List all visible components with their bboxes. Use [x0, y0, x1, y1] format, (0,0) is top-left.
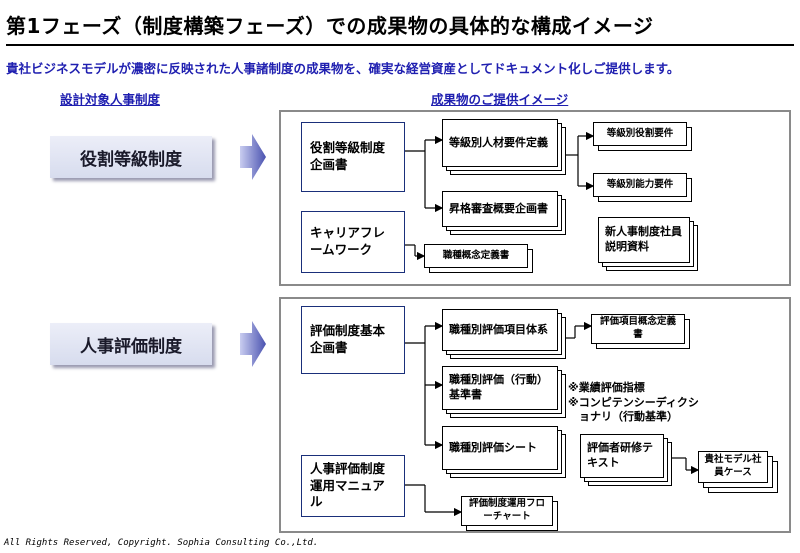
evaluation-note: ※業績評価指標 ※コンピテンシーディクシ ョナリ（行動基準）	[568, 381, 699, 425]
grade-role-requirements: 等級別役割要件	[593, 122, 687, 146]
role-grade-plan-doc: 役割等級制度企画書	[301, 122, 405, 192]
promotion-review-plan: 昇格審査概要企画書	[442, 191, 558, 227]
page-subtitle: 貴社ビジネスモデルが濃密に反映された人事諸制度の成果物を、確実な経営資産としてド…	[6, 61, 680, 76]
grade-talent-requirements: 等級別人材要件定義	[442, 119, 558, 167]
grade-ability-requirements: 等級別能力要件	[593, 173, 687, 197]
note-line: ョナリ（行動基準）	[568, 410, 678, 424]
evaluation-operation-flowchart: 評価制度運用フローチャート	[461, 496, 553, 526]
evaluator-training-text: 評価者研修テキスト	[580, 434, 664, 478]
evaluation-basic-plan: 評価制度基本企画書	[301, 306, 405, 374]
job-evaluation-item-system: 職種別評価項目体系	[442, 309, 558, 351]
system-role-grade: 役割等級制度	[50, 136, 212, 178]
col-right-header: 成果物のご提供イメージ	[431, 92, 569, 107]
new-system-employee-explanation: 新人事制度社員説明資料	[598, 217, 690, 263]
model-employee-case: 貴社モデル社員ケース	[698, 451, 768, 483]
system-evaluation: 人事評価制度	[50, 323, 212, 365]
career-framework: キャリアフレームワーク	[301, 211, 405, 273]
big-arrow-icon	[240, 134, 266, 180]
col-left-header: 設計対象人事制度	[60, 92, 161, 107]
evaluation-operation-manual: 人事評価制度運用マニュアル	[301, 455, 405, 517]
evaluation-item-concept-definition: 評価項目概念定義書	[591, 314, 685, 344]
job-evaluation-criteria: 職種別評価（行動）基準書	[442, 366, 558, 410]
page-title: 第1フェーズ（制度構築フェーズ）での成果物の具体的な構成イメージ	[6, 14, 654, 38]
job-evaluation-sheet: 職種別評価シート	[442, 426, 558, 470]
job-concept-definition: 職種概念定義書	[424, 244, 528, 268]
big-arrow-icon	[240, 321, 266, 367]
title-divider	[6, 44, 794, 46]
copyright-footer: All Rights Reserved, Copyright. Sophia C…	[4, 538, 319, 548]
note-line: ※コンピテンシーディクシ	[568, 395, 699, 409]
note-line: ※業績評価指標	[568, 381, 645, 394]
